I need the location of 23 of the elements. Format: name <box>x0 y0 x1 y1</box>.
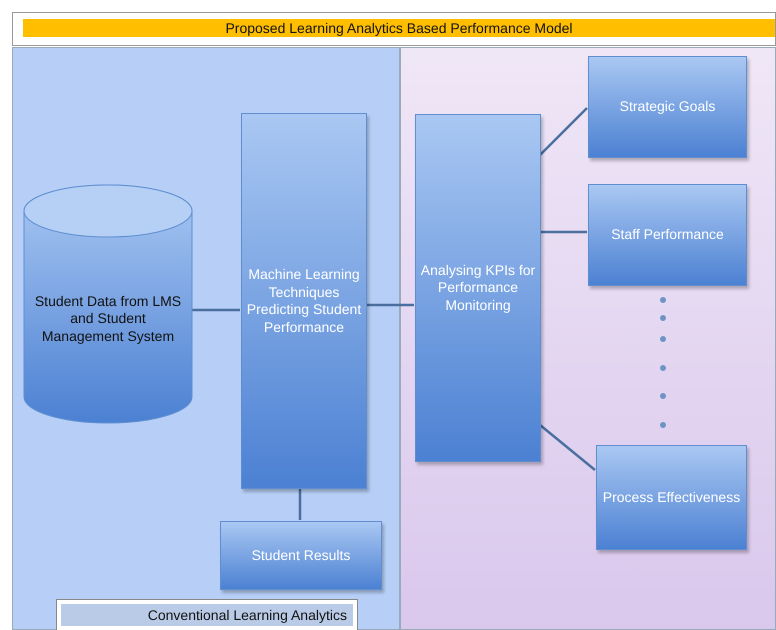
node-label: Staff Performance <box>611 226 724 244</box>
node-label: Strategic Goals <box>620 98 716 116</box>
process-box <box>588 184 747 286</box>
process-box <box>220 521 382 590</box>
node-label: Student Data from LMS and Student Management System <box>34 292 182 346</box>
node-label: Process Effectiveness <box>602 488 740 506</box>
group-panel <box>12 47 400 630</box>
connector-line <box>366 304 414 306</box>
connector-line <box>192 308 240 312</box>
connector-line <box>539 424 596 471</box>
node-label: Analysing KPIs for Performance Monitoring <box>420 262 536 314</box>
process-box <box>588 56 747 158</box>
panel-label: Conventional Learning Analytics <box>61 604 353 626</box>
group-panel <box>400 47 776 630</box>
connector-line <box>539 107 588 156</box>
process-box <box>596 445 747 550</box>
node-label: Student Results <box>252 546 350 564</box>
connector-line <box>298 488 302 520</box>
process-box <box>415 114 541 462</box>
connector-line <box>540 230 587 234</box>
node-label: Machine Learning Techniques Predicting Student Performance <box>246 266 362 336</box>
title-banner: Proposed Learning Analytics Based Performance Model <box>12 12 776 46</box>
process-box <box>241 113 367 489</box>
